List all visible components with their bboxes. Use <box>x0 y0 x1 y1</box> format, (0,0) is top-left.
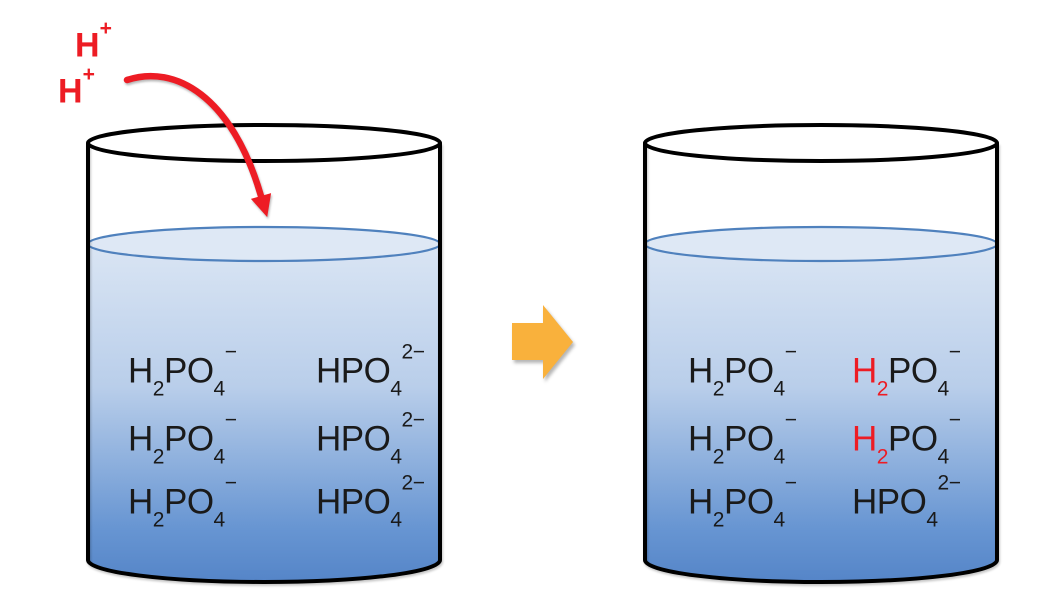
species-after-r3c2: HPO42− <box>852 471 961 532</box>
species-before-r1c1: H2PO4− <box>128 340 237 401</box>
beaker-outline <box>643 143 999 584</box>
proton-addition-arrow <box>123 72 272 218</box>
species-before-r2c2: HPO42− <box>316 408 425 469</box>
beaker-rim <box>86 123 442 163</box>
proton-label-1: H+ <box>75 16 112 65</box>
beaker-rim <box>643 123 999 163</box>
species-before-r3c1: H2PO4− <box>128 471 237 532</box>
transition-arrow <box>512 305 573 379</box>
species-after-r1c1: H2PO4− <box>688 340 797 401</box>
species-after-r3c1: H2PO4− <box>688 471 797 532</box>
species-before-r2c1: H2PO4− <box>128 408 237 469</box>
water-surface <box>643 225 999 263</box>
water-surface <box>86 225 442 263</box>
species-before-r1c2: HPO42− <box>316 340 425 401</box>
species-after-r1c2: H2PO4− <box>852 340 961 401</box>
water-body <box>645 244 997 582</box>
species-after-r2c1: H2PO4− <box>688 408 797 469</box>
species-after-r2c2: H2PO4− <box>852 408 961 469</box>
proton-label-2: H+ <box>58 62 95 111</box>
beaker-after <box>643 123 999 584</box>
water-body <box>88 244 440 582</box>
beaker-outline <box>86 143 442 584</box>
species-before-r3c2: HPO42− <box>316 471 425 532</box>
beaker-before <box>86 123 442 584</box>
